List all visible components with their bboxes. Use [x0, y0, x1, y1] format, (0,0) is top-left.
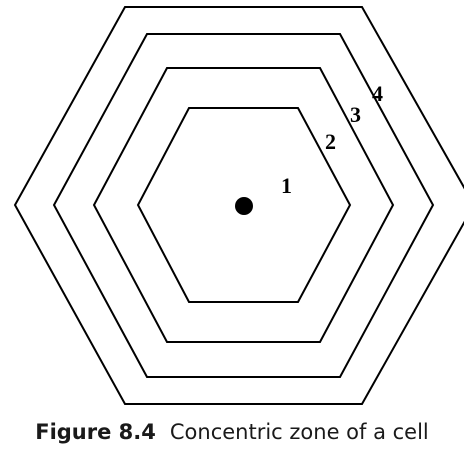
- zone-4-hexagon: [13, 6, 464, 405]
- zone-1-hexagon: [136, 107, 352, 303]
- zone-3-hexagon: [52, 33, 435, 378]
- figure-number: Figure 8.4: [35, 420, 156, 444]
- zone-2-hexagon: [92, 67, 395, 343]
- cell-center-dot: [235, 197, 253, 215]
- zone-label-2: 2: [325, 129, 336, 154]
- figure-caption-text: Concentric zone of a cell: [169, 420, 429, 444]
- figure-caption: Figure 8.4 Concentric zone of a cell: [12, 412, 452, 452]
- zone-label-3: 3: [350, 102, 361, 127]
- concentric-zone-diagram: 1 2 3 4: [13, 6, 464, 405]
- zone-label-1: 1: [281, 173, 292, 198]
- hexagon-zones-svg: 1 2 3 4: [13, 6, 464, 405]
- zone-label-4: 4: [372, 81, 383, 106]
